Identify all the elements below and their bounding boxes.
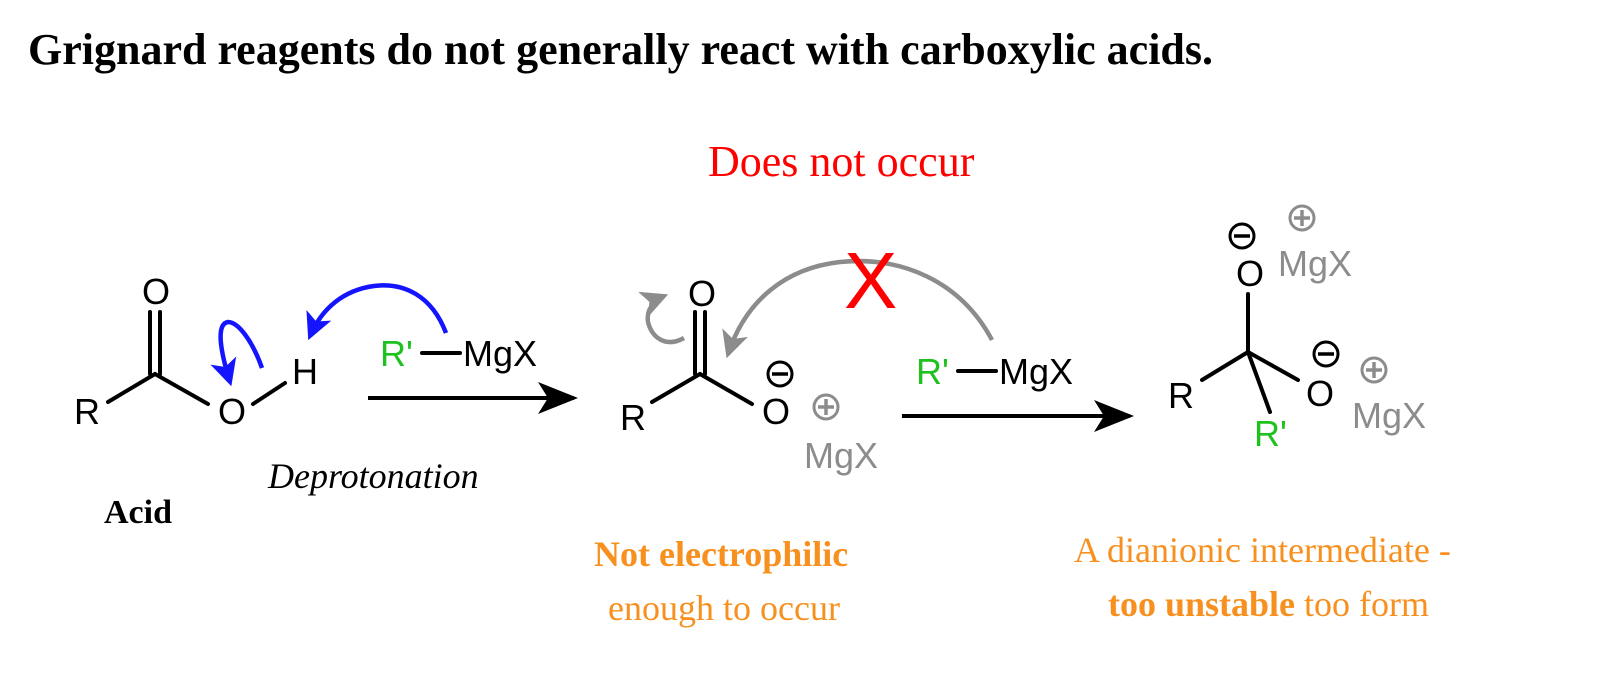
reagent2-r-prime: R' [916,351,949,392]
dianion-caption-bold: too unstable [1108,584,1295,624]
reagent2-mgx: MgX [999,351,1073,392]
dianion-r-c-bond [1200,350,1250,382]
does-not-occur-label: Does not occur [708,137,975,186]
carbox-r-c-bond [650,372,702,404]
reagent-1: R' MgX [380,333,537,374]
dianion-c-o-right-bond [1246,350,1300,382]
blue-arrow-base-to-h [306,283,449,341]
dianion-mgx-right: MgX [1352,395,1426,436]
acid-o-h-bond [251,381,287,406]
dianion-r-label: R [1168,375,1194,416]
carbox-minus-charge-circle [766,360,794,388]
acid-c-o-bond [153,372,210,406]
carbox-mgx: MgX [804,435,878,476]
acid-hydroxyl-o: O [218,391,246,432]
carbox-carbonyl-o: O [688,273,716,314]
reagent1-mgx: MgX [463,333,537,374]
dianion-caption-rest: too form [1295,584,1429,624]
carbox-plus-charge-circle [812,393,840,421]
carbox-c-o-bond [698,372,754,406]
dianion-right-minus-circle [1312,340,1340,368]
carbox-r-label: R [620,397,646,438]
dianion-o-right: O [1306,373,1334,414]
gray-arrow-attack [722,258,994,359]
dianion-o-top: O [1236,253,1264,294]
reagent-2: R' MgX [916,351,1073,392]
acid-h-label: H [292,351,318,392]
dianion-caption-line1: A dianionic intermediate - [1074,530,1451,570]
carboxylate-structure: R O O MgX X [620,236,994,476]
gray-arrow-carbonyl [638,291,686,345]
acid-carbonyl-o: O [142,271,170,312]
page-title: Grignard reagents do not generally react… [28,25,1213,74]
blue-arrow-oh-to-o [210,319,265,387]
carbox-caption-rest: enough to occur [608,588,840,628]
dianion-top-minus-circle [1228,222,1256,250]
reagent1-r-prime: R' [380,333,413,374]
blocked-x-icon: X [844,236,897,325]
dianion-caption-line2: too unstable too form [1108,584,1429,624]
dianion-c-r-prime-bond [1246,350,1272,414]
acid-r-c-bond [106,372,157,404]
carbox-caption-bold: Not electrophilic [594,534,848,574]
acid-structure: R O O H Acid [74,271,449,531]
dianion-mgx-top: MgX [1278,243,1352,284]
deprotonation-label: Deprotonation [267,456,479,496]
acid-label: Acid [104,494,172,531]
dianion-structure: R O O R' MgX MgX [1168,204,1426,454]
carbox-anion-o: O [762,391,790,432]
acid-r-label: R [74,391,100,432]
dianion-r-prime: R' [1254,413,1287,454]
dianion-right-plus-circle [1360,356,1388,384]
dianion-top-plus-circle [1288,204,1316,232]
